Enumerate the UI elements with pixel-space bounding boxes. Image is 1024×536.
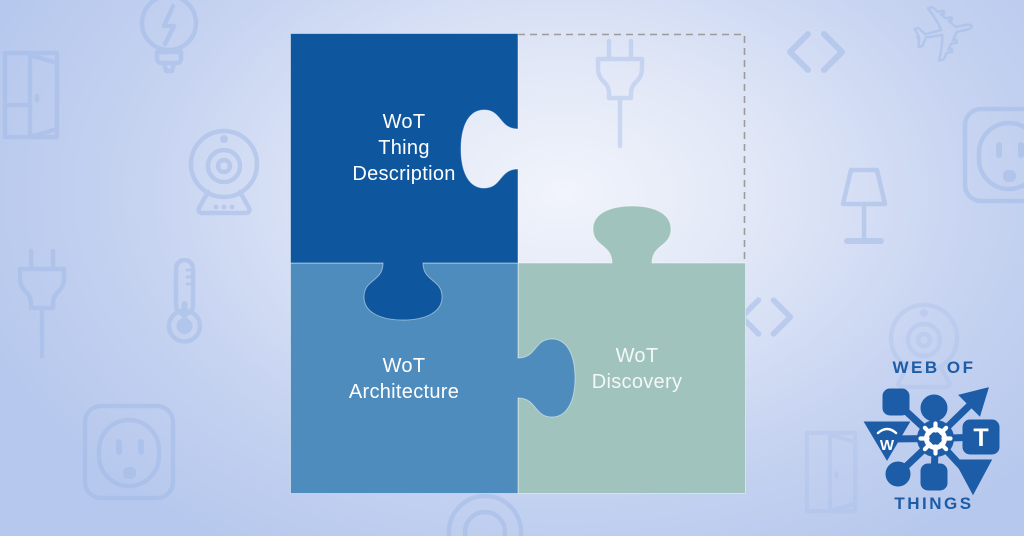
gear-icon <box>918 421 953 456</box>
power-outlet-icon <box>962 106 1024 204</box>
puzzle-piece-discovery <box>517 205 746 494</box>
logo-hub-graphic: W T <box>863 387 1000 496</box>
puzzle-piece-architecture <box>290 262 576 494</box>
power-plug-icon <box>588 38 652 150</box>
logo-node-arrow <box>958 387 989 417</box>
logo-node-square <box>920 463 948 491</box>
logo-node-circle <box>885 461 911 487</box>
thermometer-icon <box>162 258 206 346</box>
webcam-icon <box>186 126 262 218</box>
missing-piece-slot-outline <box>518 33 746 263</box>
web-of-things-logo: WEB OF <box>858 354 1010 526</box>
airplane-glyph: ✈ <box>906 0 985 76</box>
logo-node-circle <box>920 394 948 422</box>
wifi-arc-icon <box>876 427 898 435</box>
webcam-icon <box>886 300 962 392</box>
logo-text-things: THINGS <box>894 494 974 513</box>
power-outlet-icon <box>82 403 176 501</box>
logo-text-web-of: WEB OF <box>892 358 976 377</box>
power-plug-icon <box>10 248 74 360</box>
logo-letter-t: T <box>973 424 988 452</box>
wot-standards-puzzle: WoT Thing Description WoT Architecture W… <box>290 33 746 494</box>
lightbulb-icon <box>137 0 201 88</box>
door-icon <box>804 426 858 518</box>
lamp-icon <box>834 166 894 252</box>
logo-node-t-square <box>962 419 1000 455</box>
puzzle-piece-thing-description <box>290 33 519 321</box>
logo-node-square <box>882 388 910 416</box>
code-brackets-icon <box>784 28 848 76</box>
door-icon <box>2 50 60 140</box>
airplane-icon: ✈ <box>906 0 1006 76</box>
logo-letter-w: W <box>880 437 895 454</box>
concentric-circles-icon <box>440 492 530 536</box>
logo-node-triangle <box>953 459 993 496</box>
